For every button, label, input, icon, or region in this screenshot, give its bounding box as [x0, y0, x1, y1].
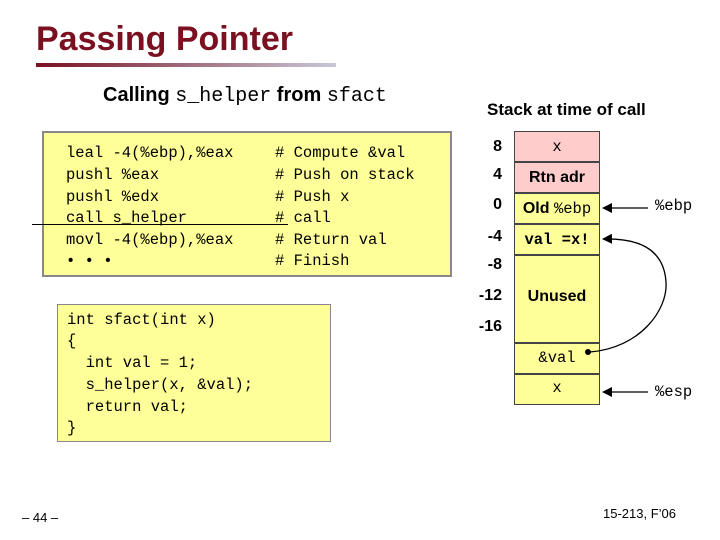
- caption-caller: sfact: [326, 85, 387, 108]
- caption-middle: from: [271, 84, 327, 106]
- stack-offset: -8: [487, 256, 502, 273]
- cell-label: x: [552, 379, 562, 397]
- c-source-box: int sfact(int x) { int val = 1; s_helper…: [57, 304, 331, 442]
- course-label: 15-213, F’06: [603, 506, 676, 521]
- stack-cell-x-pushed: x: [514, 374, 600, 405]
- cell-label: &val: [538, 349, 576, 367]
- pointer-origin-dot: [585, 349, 591, 355]
- caption-callee: s_helper: [175, 85, 272, 108]
- call-line-marker: [32, 224, 288, 225]
- asm-comment: # Compute &val: [275, 144, 406, 162]
- asm-instr: movl -4(%ebp),%eax: [66, 231, 234, 249]
- source-line: int val = 1;: [67, 354, 198, 372]
- page-number: – 44 –: [22, 510, 59, 525]
- slide-title: Passing Pointer: [36, 20, 293, 58]
- source-line: }: [67, 419, 77, 437]
- stack-offset: -12: [478, 287, 502, 304]
- source-line: return val;: [67, 398, 188, 416]
- asm-instr: pushl %eax: [66, 166, 160, 184]
- asm-comment: # Push on stack: [275, 166, 415, 184]
- register-esp: %esp: [655, 383, 693, 401]
- stack-cell-unused: Unused: [514, 255, 600, 343]
- title-underline: [36, 63, 336, 67]
- calling-caption: Calling s_helper from sfact: [103, 84, 387, 108]
- register-ebp: %ebp: [655, 197, 693, 215]
- caption-prefix: Calling: [103, 84, 176, 106]
- source-line: s_helper(x, &val);: [67, 376, 254, 394]
- asm-instr: pushl %edx: [66, 188, 160, 206]
- cell-label: Rtn adr: [529, 169, 585, 186]
- asm-comment: # call: [275, 209, 331, 227]
- stack-cell-val: val =x!: [514, 224, 600, 255]
- source-line: {: [67, 332, 77, 350]
- asm-instr: call s_helper: [66, 209, 187, 227]
- cell-label: val =x!: [524, 231, 590, 249]
- asm-comment: # Finish: [275, 252, 350, 270]
- cell-label: Unused: [527, 288, 587, 305]
- stack-cell-val-pointer: &val: [514, 343, 600, 374]
- asm-comment: # Push x: [275, 188, 350, 206]
- stack-offset: -16: [478, 318, 502, 335]
- stack-offset: 0: [493, 196, 502, 213]
- stack-cell-return-address: Rtn adr: [514, 162, 600, 193]
- asm-comment: # Return val: [275, 231, 387, 249]
- source-line: int sfact(int x): [67, 311, 216, 329]
- asm-instr: • • •: [66, 252, 113, 270]
- stack-cell-old-ebp: Old %ebp: [514, 193, 600, 224]
- asm-instr: leal -4(%ebp),%eax: [66, 144, 234, 162]
- stack-title: Stack at time of call: [487, 100, 646, 119]
- assembly-code-box: leal -4(%ebp),%eax # Compute &val pushl …: [42, 131, 452, 277]
- stack-offset: 4: [493, 166, 502, 183]
- stack-cell-x-arg: x: [514, 131, 600, 162]
- stack-offset: -4: [487, 228, 502, 245]
- cell-label: Old %ebp: [522, 200, 592, 218]
- val-pointer-arrow: [589, 233, 667, 353]
- cell-label: x: [552, 138, 562, 156]
- stack-offset: 8: [493, 138, 502, 155]
